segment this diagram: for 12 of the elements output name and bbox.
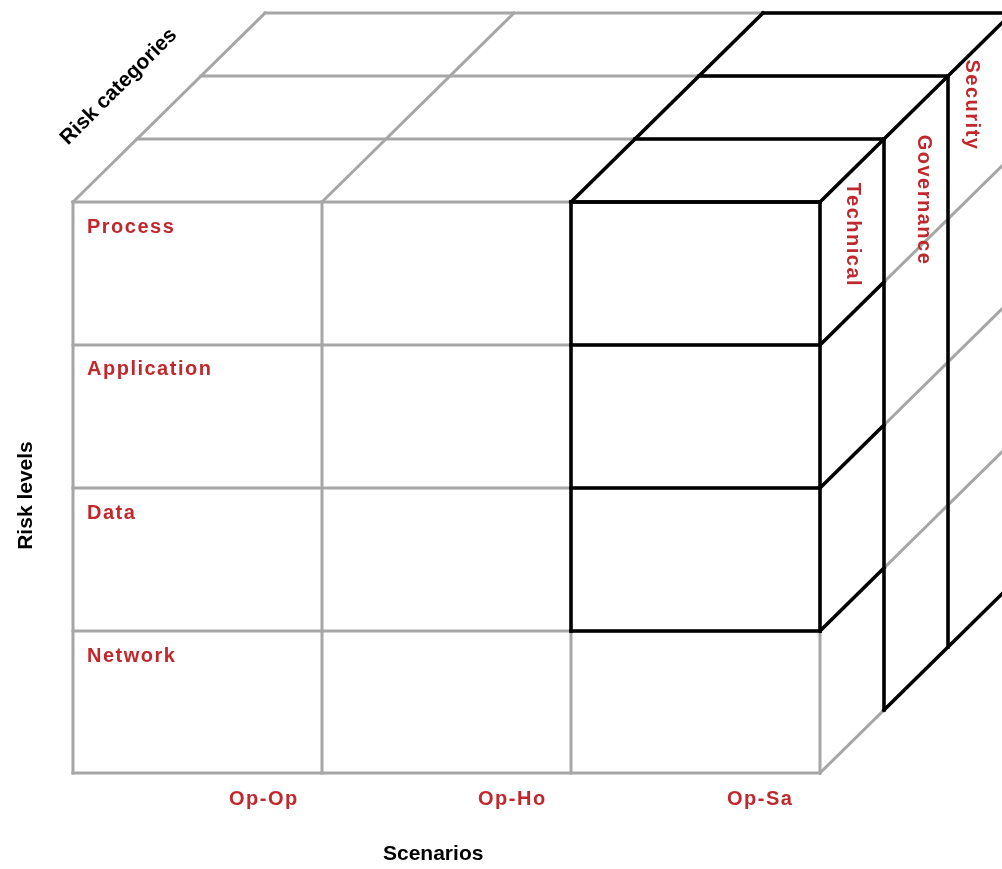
row-label: Process <box>87 216 176 236</box>
row-label: Data <box>87 502 137 522</box>
axis-label: Risk levels <box>13 441 35 550</box>
axis-label: Scenarios <box>383 842 484 863</box>
column-label: Op-Ho <box>478 788 547 808</box>
row-label: Network <box>87 645 177 665</box>
layer-label: Security <box>963 59 984 151</box>
layer-label: Governance <box>915 134 936 266</box>
layer-label: Technical <box>844 182 865 288</box>
column-label: Op-Op <box>229 788 299 808</box>
row-label: Application <box>87 358 213 378</box>
column-label: Op-Sa <box>727 788 794 808</box>
